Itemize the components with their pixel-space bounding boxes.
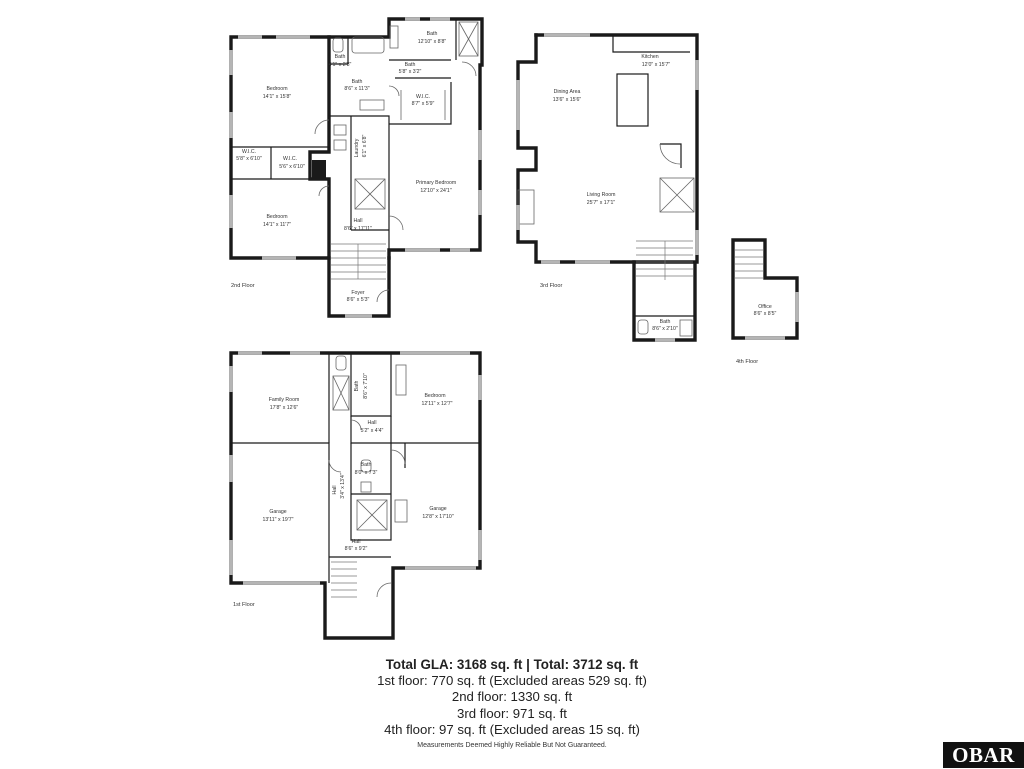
room-name: Bedroom xyxy=(424,393,445,399)
room-name: Bath xyxy=(660,319,671,325)
room-dimensions: 25'7" x 17'1" xyxy=(587,200,616,206)
room-dimensions: 12'10" x 24'1" xyxy=(420,188,451,194)
room-name: Hall xyxy=(332,486,338,495)
room-dimensions: 4'1" x 2'8" xyxy=(329,62,352,68)
room-dimensions: 14'1" x 11'7" xyxy=(263,222,291,228)
room-dimensions: 13'6" x 15'6" xyxy=(553,97,582,103)
room-name: Laundry xyxy=(354,138,360,157)
room-name: Family Room xyxy=(269,397,300,403)
room-dimensions: 5'8" x 3'2" xyxy=(399,69,422,75)
room-dimensions: 13'11" x 19'7" xyxy=(263,517,294,523)
room-name: Hall xyxy=(368,420,377,426)
room-dimensions: 12'10" x 8'8" xyxy=(418,39,447,45)
room-name: Garage xyxy=(269,509,286,515)
floor-area-line: 2nd floor: 1330 sq. ft xyxy=(451,689,573,705)
room-name: Hall xyxy=(354,218,363,224)
room-name: Dining Area xyxy=(554,89,581,95)
room-name: Bedroom xyxy=(266,214,287,220)
floor-area-line: 1st floor: 770 sq. ft (Excluded areas 52… xyxy=(377,673,647,689)
disclaimer: Measurements Deemed Highly Reliable But … xyxy=(417,742,607,749)
floor-area-line: 4th floor: 97 sq. ft (Excluded areas 15 … xyxy=(384,721,640,737)
room-dimensions: 5'8" x 6'10" xyxy=(236,156,262,162)
room-dimensions: 8'7" x 5'9" xyxy=(412,101,435,107)
room-name: Bath xyxy=(335,54,346,60)
room-name: W.I.C. xyxy=(242,149,256,155)
room-dimensions: 12'11" x 12'7" xyxy=(422,401,453,407)
room-dimensions: 6'1" x 6'8" xyxy=(362,135,368,158)
room-name: Bedroom xyxy=(266,86,287,92)
room-name: W.I.C. xyxy=(416,94,430,100)
room-name: Kitchen xyxy=(641,54,658,60)
room-name: Office xyxy=(758,304,772,310)
room-dimensions: 8'6" x 8'5" xyxy=(754,311,777,317)
room-name: Bath xyxy=(361,462,372,468)
room-name: Bath xyxy=(405,62,416,68)
room-dimensions: 17'8" x 12'6" xyxy=(270,405,299,411)
floor-label: 2nd Floor xyxy=(231,283,255,289)
total-area: Total GLA: 3168 sq. ft | Total: 3712 sq.… xyxy=(385,657,639,672)
floor-plan: Bedroom 14'1" x 15'8" Bath 12'10" x 8'8"… xyxy=(229,17,799,640)
second-floor-plan: Bedroom 14'1" x 15'8" Bath 12'10" x 8'8"… xyxy=(229,17,484,318)
room-name: Garage xyxy=(429,506,446,512)
floor-label: 3rd Floor xyxy=(540,283,563,289)
room-name: Primary Bedroom xyxy=(416,180,456,186)
room-dimensions: 8'6" x 11'3" xyxy=(344,86,369,92)
room-dimensions: 8'6" x 5'3" xyxy=(347,297,370,303)
first-floor-plan: Family Room 17'8" x 12'6" Bath 8'6" x 7'… xyxy=(229,351,482,640)
room-dimensions: 8'0" x 7'3" xyxy=(355,470,378,476)
room-dimensions: 5'2" x 4'4" xyxy=(361,428,384,434)
room-dimensions: 3'4" x 13'4" xyxy=(340,473,346,499)
room-dimensions: 12'8" x 17'10" xyxy=(422,514,453,520)
third-floor-plan: Kitchen 12'0" x 15'7" Dining Area 13'6" … xyxy=(516,33,699,342)
room-dimensions: 8'6" x 9'2" xyxy=(345,546,368,552)
room-name: Hall xyxy=(352,539,361,545)
room-dimensions: 12'0" x 15'7" xyxy=(642,62,671,68)
floor-label: 1st Floor xyxy=(233,602,255,608)
room-name: Foyer xyxy=(351,290,365,296)
room-name: W.I.C. xyxy=(283,156,297,162)
fourth-floor-plan: Office 8'6" x 8'5" 4th Floor xyxy=(731,238,799,365)
room-dimensions: 5'6" x 6'10" xyxy=(279,164,305,170)
room-dimensions: 14'1" x 15'8" xyxy=(263,94,292,100)
room-name: Bath xyxy=(427,31,438,37)
obar-logo: OBAR xyxy=(943,742,1024,768)
room-name: Living Room xyxy=(587,192,616,198)
floor-area-line: 3rd floor: 971 sq. ft xyxy=(457,705,567,721)
room-dimensions: 8'6" x 2'10" xyxy=(652,326,678,332)
area-summary: Total GLA: 3168 sq. ft | Total: 3712 sq.… xyxy=(0,657,1024,738)
room-name: Bath xyxy=(354,381,360,392)
room-dimensions: 8'6" x 7'10" xyxy=(363,373,369,399)
floor-label: 4th Floor xyxy=(736,359,758,365)
room-dimensions: 8'6" x 17'11" xyxy=(344,226,372,232)
room-name: Bath xyxy=(352,79,363,85)
